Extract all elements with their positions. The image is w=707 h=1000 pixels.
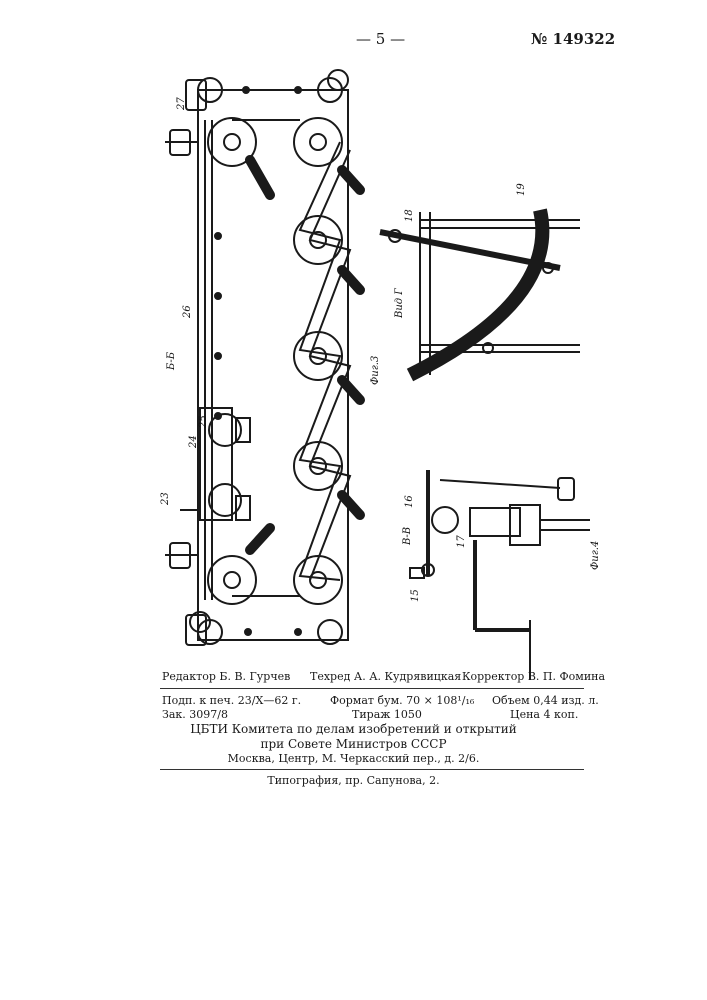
footer-rule-2 (160, 769, 584, 770)
part-number: 27 (176, 97, 187, 111)
paper-format: Формат бум. 70 × 108¹/₁₆ (330, 694, 474, 707)
part-number: 19 (516, 183, 527, 196)
price: Цена 4 коп. (510, 708, 578, 721)
section-label: Б-Б (166, 351, 177, 371)
part-number: 15 (410, 589, 421, 602)
corrector: Корректор В. П. Фомина (462, 670, 605, 683)
circulation: Тираж 1050 (352, 708, 422, 721)
fig4-caption: Фиг.4 (590, 541, 601, 570)
org-line-2: при Совете Министров СССР (0, 737, 707, 751)
volume: Объем 0,44 изд. л. (492, 694, 599, 707)
part-number: 24 (188, 435, 199, 449)
view-g-label: Вид Г (394, 288, 405, 319)
part-number: 17 (456, 535, 467, 548)
fig3-caption: Фиг.3 (370, 356, 381, 385)
order-number: Зак. 3097/8 (162, 708, 228, 721)
org-line-1: ЦБТИ Комитета по делам изобретений и отк… (0, 722, 707, 736)
part-number: 23 (160, 492, 171, 506)
section-bb-label: В-В (402, 527, 413, 546)
part-number: 25 (198, 415, 209, 429)
techred: Техред А. А. Кудрявицкая (310, 670, 461, 683)
part-number: 18 (404, 209, 415, 222)
printer: Типография, пр. Сапунова, 2. (0, 774, 707, 787)
technical-drawing: Б-Б Фиг.3 Вид Г В-В Фиг.4 27 26 25 24 23… (0, 0, 707, 690)
editor: Редактор Б. В. Гурчев (162, 670, 290, 683)
address: Москва, Центр, М. Черкасский пер., д. 2/… (0, 752, 707, 765)
part-number: 16 (404, 495, 415, 508)
signed-to-print: Подп. к печ. 23/X—62 г. (162, 694, 301, 707)
part-number: 26 (182, 305, 193, 319)
footer-rule (160, 688, 584, 689)
